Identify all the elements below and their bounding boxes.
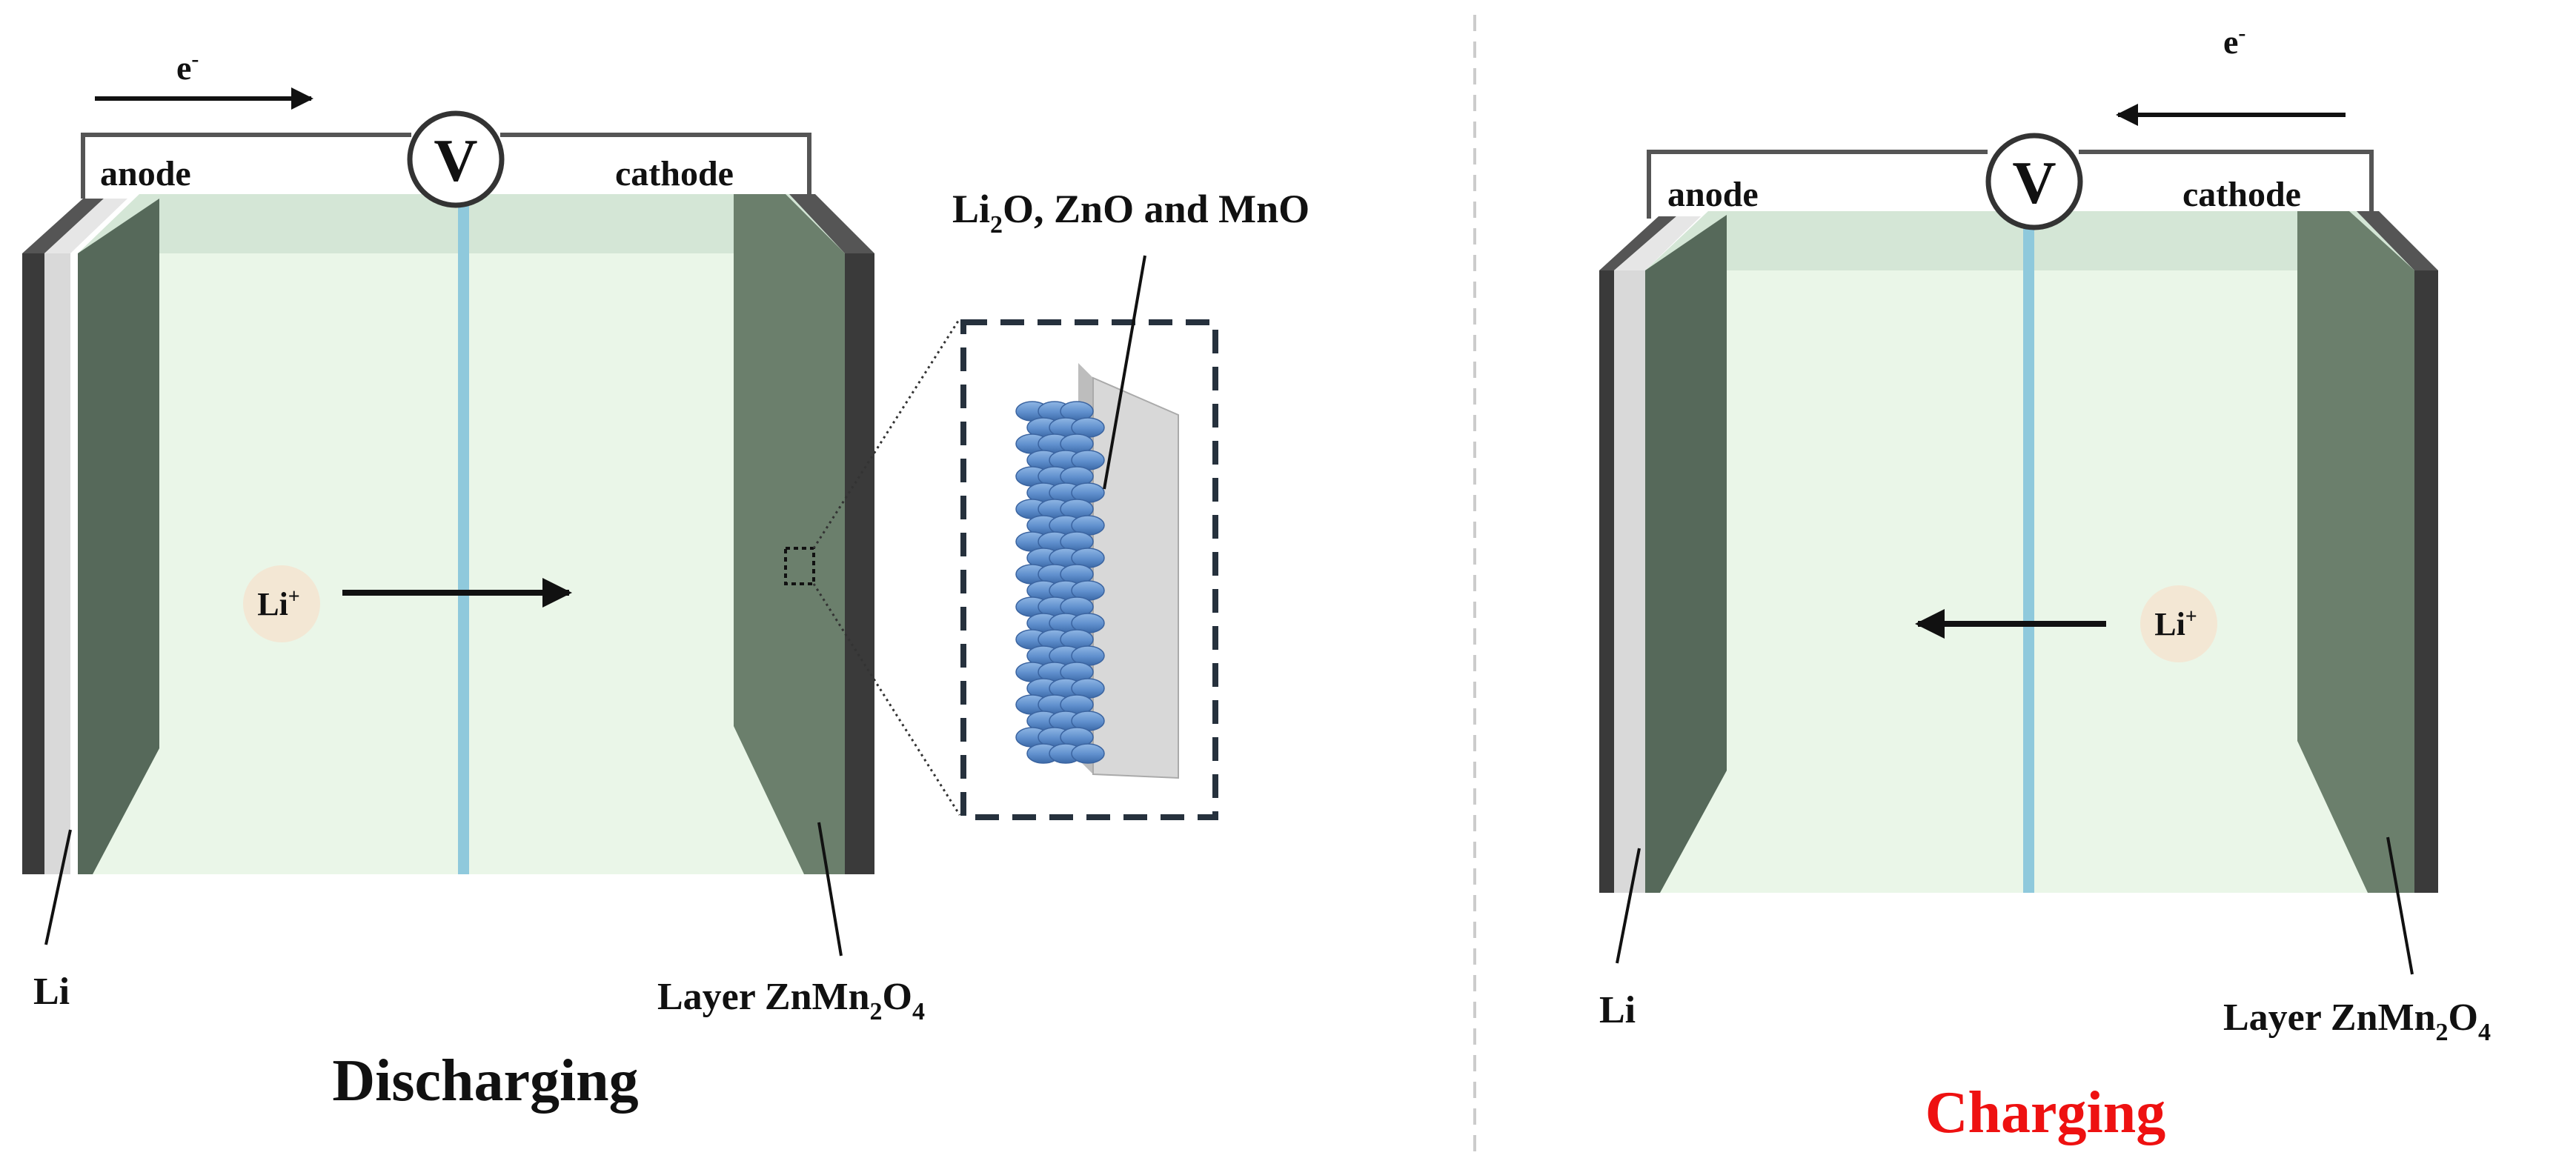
- anode-case-left: [22, 253, 44, 874]
- charging-title: Charging: [1925, 1080, 2166, 1145]
- cathode-pointer-left: [817, 822, 843, 957]
- li-foil-left: [44, 253, 70, 874]
- anode-case-top-left: [22, 199, 104, 253]
- voltmeter-symbol-left: V: [434, 127, 477, 194]
- li-label-left: Li: [33, 971, 70, 1013]
- li-pointer-left: [44, 829, 72, 945]
- zoom-line-bottom: [812, 583, 961, 816]
- electrolyte-left: [78, 253, 874, 874]
- inset-detail: Li2O, ZnO and MnO: [952, 187, 1309, 820]
- cathode-case-top-right: [2357, 211, 2438, 270]
- voltmeter-left: [407, 110, 505, 208]
- electron-label-right: e-: [2223, 21, 2245, 61]
- inset-substrate: [1092, 376, 1179, 779]
- anode-label-right: anode: [1667, 175, 1759, 214]
- li-ion-bubble-right: [2140, 585, 2217, 662]
- inset-pointer-line: [1103, 255, 1146, 490]
- external-circuit-wire-left: [81, 133, 811, 199]
- li-foil-top-left: [44, 199, 127, 253]
- voltmeter-right: [1985, 133, 2083, 230]
- cell-left: [22, 194, 874, 874]
- electron-label-left: e-: [176, 47, 199, 87]
- cathode-case-right: [2414, 270, 2438, 893]
- electrolyte-top-left: [78, 194, 874, 253]
- cell-right: [1599, 211, 2438, 893]
- cathode-electrode-right: [2297, 211, 2414, 893]
- cathode-pointer-right: [2386, 836, 2414, 975]
- cathode-label-right: cathode: [2182, 175, 2301, 214]
- cathode-electrode-left: [734, 194, 845, 874]
- li-foil-top-right: [1614, 216, 1701, 270]
- charging-panel: e- V anode cathode Li+ Li Layer ZnMn2O4 …: [1599, 21, 2491, 1145]
- anode-electrode-left: [78, 199, 159, 874]
- cathode-material-label-right: Layer ZnMn2O4: [2223, 997, 2491, 1046]
- cathode-case-top-left: [789, 194, 874, 253]
- electrolyte-top-right: [1645, 211, 2438, 270]
- zoom-line-top: [812, 318, 961, 549]
- li-ion-label-left: Li+: [257, 585, 300, 622]
- li-ion-bubble-left: [243, 565, 320, 642]
- cathode-label-left: cathode: [615, 154, 734, 193]
- anode-case-top-right: [1599, 216, 1676, 270]
- anode-label-left: anode: [100, 154, 191, 193]
- discharging-title: Discharging: [332, 1048, 638, 1114]
- magnifier-box-left: [784, 547, 815, 585]
- li-ion-label-right: Li+: [2154, 605, 2197, 642]
- inset-label: Li2O, ZnO and MnO: [952, 187, 1309, 239]
- anode-electrode-right: [1645, 215, 1727, 893]
- anode-case-right: [1599, 270, 1614, 893]
- li-foil-right: [1614, 270, 1645, 893]
- cathode-case-left: [845, 253, 874, 874]
- li-pointer-right: [1616, 848, 1641, 964]
- discharging-panel: e-: [22, 47, 1309, 1114]
- voltmeter-symbol-right: V: [2012, 149, 2056, 216]
- li-label-right: Li: [1599, 989, 1636, 1031]
- cathode-material-label-left: Layer ZnMn2O4: [657, 976, 925, 1025]
- particle-layer: [1015, 401, 1105, 764]
- external-circuit-wire-right: [1647, 150, 2374, 219]
- separator-left: [458, 194, 469, 874]
- electrolyte-right: [1645, 270, 2438, 893]
- particle: [1071, 743, 1105, 764]
- separator-right: [2023, 211, 2034, 893]
